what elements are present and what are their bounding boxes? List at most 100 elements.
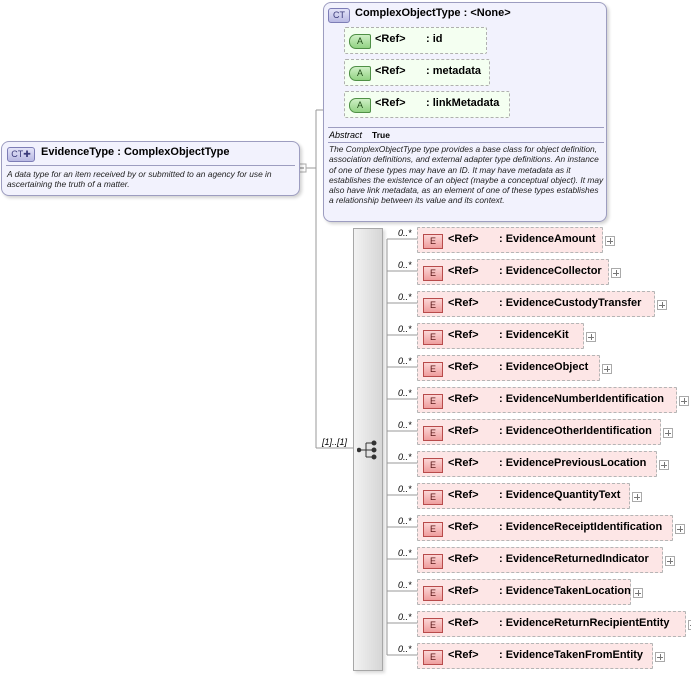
element-name: : EvidenceObject: [499, 361, 589, 373]
element-icon: E: [423, 330, 443, 345]
evidence-type-name: EvidenceType: [41, 146, 115, 158]
element-evidencecollector[interactable]: E<Ref>: EvidenceCollector: [417, 259, 609, 285]
element-ref: <Ref>: [448, 585, 479, 597]
element-name: : EvidenceReturnRecipientEntity: [499, 617, 670, 629]
attribute-id[interactable]: A <Ref> : id: [344, 27, 487, 54]
evidence-type-title: EvidenceType : ComplexObjectType: [41, 146, 230, 158]
attribute-icon: A: [349, 66, 371, 81]
attribute-ref: <Ref>: [375, 65, 406, 77]
element-multiplicity: 0..*: [398, 580, 412, 590]
element-ref: <Ref>: [448, 649, 479, 661]
element-icon: E: [423, 650, 443, 665]
expand-icon[interactable]: [633, 588, 643, 598]
element-icon: E: [423, 458, 443, 473]
abstract-value: True: [372, 130, 390, 140]
element-name: : EvidencePreviousLocation: [499, 457, 647, 469]
sequence-multiplicity: [1]..[1]: [322, 437, 348, 447]
attribute-icon: A: [349, 34, 371, 49]
element-ref: <Ref>: [448, 489, 479, 501]
element-ref: <Ref>: [448, 233, 479, 245]
element-ref: <Ref>: [448, 297, 479, 309]
element-evidencekit[interactable]: E <Ref> : EvidenceKit: [417, 323, 584, 349]
attribute-link-metadata[interactable]: A <Ref> : linkMetadata: [344, 91, 510, 118]
element-ref: <Ref>: [448, 521, 479, 533]
element-ref: <Ref>: [448, 393, 479, 405]
element-ref: <Ref>: [448, 265, 479, 277]
element-name: : EvidenceAmount: [499, 233, 596, 245]
complex-type-icon: CT✚: [7, 147, 35, 162]
expand-icon[interactable]: [602, 364, 612, 374]
expand-icon[interactable]: [675, 524, 685, 534]
element-name: : EvidenceReceiptIdentification: [499, 521, 663, 533]
element-name: : EvidenceTakenFromEntity: [499, 649, 644, 661]
complex-object-type-base: : <None>: [463, 7, 511, 19]
element-evidencenumberidentification[interactable]: E <Ref> : EvidenceNumberIdentification: [417, 387, 677, 413]
expand-icon[interactable]: [655, 652, 665, 662]
element-icon: E: [423, 554, 443, 569]
expand-icon[interactable]: [657, 300, 667, 310]
element-evidencereturnrecipiententity[interactable]: E <Ref> : EvidenceReturnRecipientEntity: [417, 611, 686, 637]
abstract-label: Abstract: [329, 130, 363, 140]
element-ref: <Ref>: [448, 553, 479, 565]
element-evidenceamount[interactable]: E <Ref> : EvidenceAmount: [417, 227, 603, 253]
element-evidencequantitytext[interactable]: E<Ref>: EvidenceQuantityText: [417, 483, 630, 509]
element-name: : EvidenceNumberIdentification: [499, 393, 665, 405]
element-icon: E: [423, 586, 443, 601]
complex-object-type-name: ComplexObjectType: [355, 7, 461, 19]
expand-icon[interactable]: [659, 460, 669, 470]
attribute-icon: A: [349, 98, 371, 113]
element-evidencepreviouslocation[interactable]: E <Ref> : EvidencePreviousLocation: [417, 451, 657, 477]
element-evidencecustodytransfer[interactable]: E <Ref> : EvidenceCustodyTransfer: [417, 291, 655, 317]
element-name: : EvidenceReturnedIndicator: [499, 553, 649, 565]
element-name: : EvidenceTakenLocation: [499, 585, 631, 597]
element-multiplicity: 0..*: [398, 548, 412, 558]
element-evidencetakenfromentity[interactable]: E <Ref> : EvidenceTakenFromEntity: [417, 643, 653, 669]
element-icon: E: [423, 522, 443, 537]
element-multiplicity: 0..*: [398, 612, 412, 622]
evidence-type-documentation: A data type for an item received by or s…: [7, 169, 272, 190]
element-icon: E: [423, 618, 443, 633]
element-multiplicity: 0..*: [398, 228, 412, 238]
sequence-compositor[interactable]: [353, 228, 383, 671]
element-name: : EvidenceOtherIdentification: [499, 425, 652, 437]
expand-icon[interactable]: [611, 268, 621, 278]
evidence-type-box[interactable]: CT✚ EvidenceType : ComplexObjectType A d…: [1, 141, 300, 196]
element-ref: <Ref>: [448, 361, 479, 373]
sequence-icon: [357, 440, 377, 460]
expand-icon[interactable]: [605, 236, 615, 246]
expand-icon[interactable]: [632, 492, 642, 502]
element-icon: E: [423, 490, 443, 505]
element-multiplicity: 0..*: [398, 356, 412, 366]
element-evidenceobject[interactable]: E<Ref>: EvidenceObject: [417, 355, 600, 381]
expand-icon[interactable]: [679, 396, 689, 406]
element-evidencetakenlocation[interactable]: E <Ref> : EvidenceTakenLocation: [417, 579, 631, 605]
element-ref: <Ref>: [448, 329, 479, 341]
complex-object-type-documentation: The ComplexObjectType type provides a ba…: [329, 144, 604, 206]
element-multiplicity: 0..*: [398, 516, 412, 526]
attribute-metadata[interactable]: A <Ref> : metadata: [344, 59, 490, 86]
element-multiplicity: 0..*: [398, 644, 412, 654]
element-icon: E: [423, 394, 443, 409]
expand-icon[interactable]: [663, 428, 673, 438]
expand-icon[interactable]: [586, 332, 596, 342]
expand-icon[interactable]: [665, 556, 675, 566]
element-evidencereturnedindicator[interactable]: E <Ref> : EvidenceReturnedIndicator: [417, 547, 663, 573]
attribute-name: : linkMetadata: [426, 97, 500, 109]
element-ref: <Ref>: [448, 425, 479, 437]
element-evidencereceiptidentification[interactable]: E <Ref> : EvidenceReceiptIdentification: [417, 515, 673, 541]
element-icon: E: [423, 298, 443, 313]
element-ref: <Ref>: [448, 617, 479, 629]
complex-object-type-title: ComplexObjectType : <None>: [355, 7, 511, 19]
element-multiplicity: 0..*: [398, 324, 412, 334]
element-icon: E: [423, 234, 443, 249]
element-icon: E: [423, 426, 443, 441]
element-ref: <Ref>: [448, 457, 479, 469]
element-multiplicity: 0..*: [398, 452, 412, 462]
evidence-type-base: : ComplexObjectType: [117, 146, 230, 158]
element-name: : EvidenceCustodyTransfer: [499, 297, 642, 309]
element-multiplicity: 0..*: [398, 292, 412, 302]
element-name: : EvidenceKit: [499, 329, 569, 341]
element-evidenceotheridentification[interactable]: E <Ref> : EvidenceOtherIdentification: [417, 419, 661, 445]
element-multiplicity: 0..*: [398, 484, 412, 494]
